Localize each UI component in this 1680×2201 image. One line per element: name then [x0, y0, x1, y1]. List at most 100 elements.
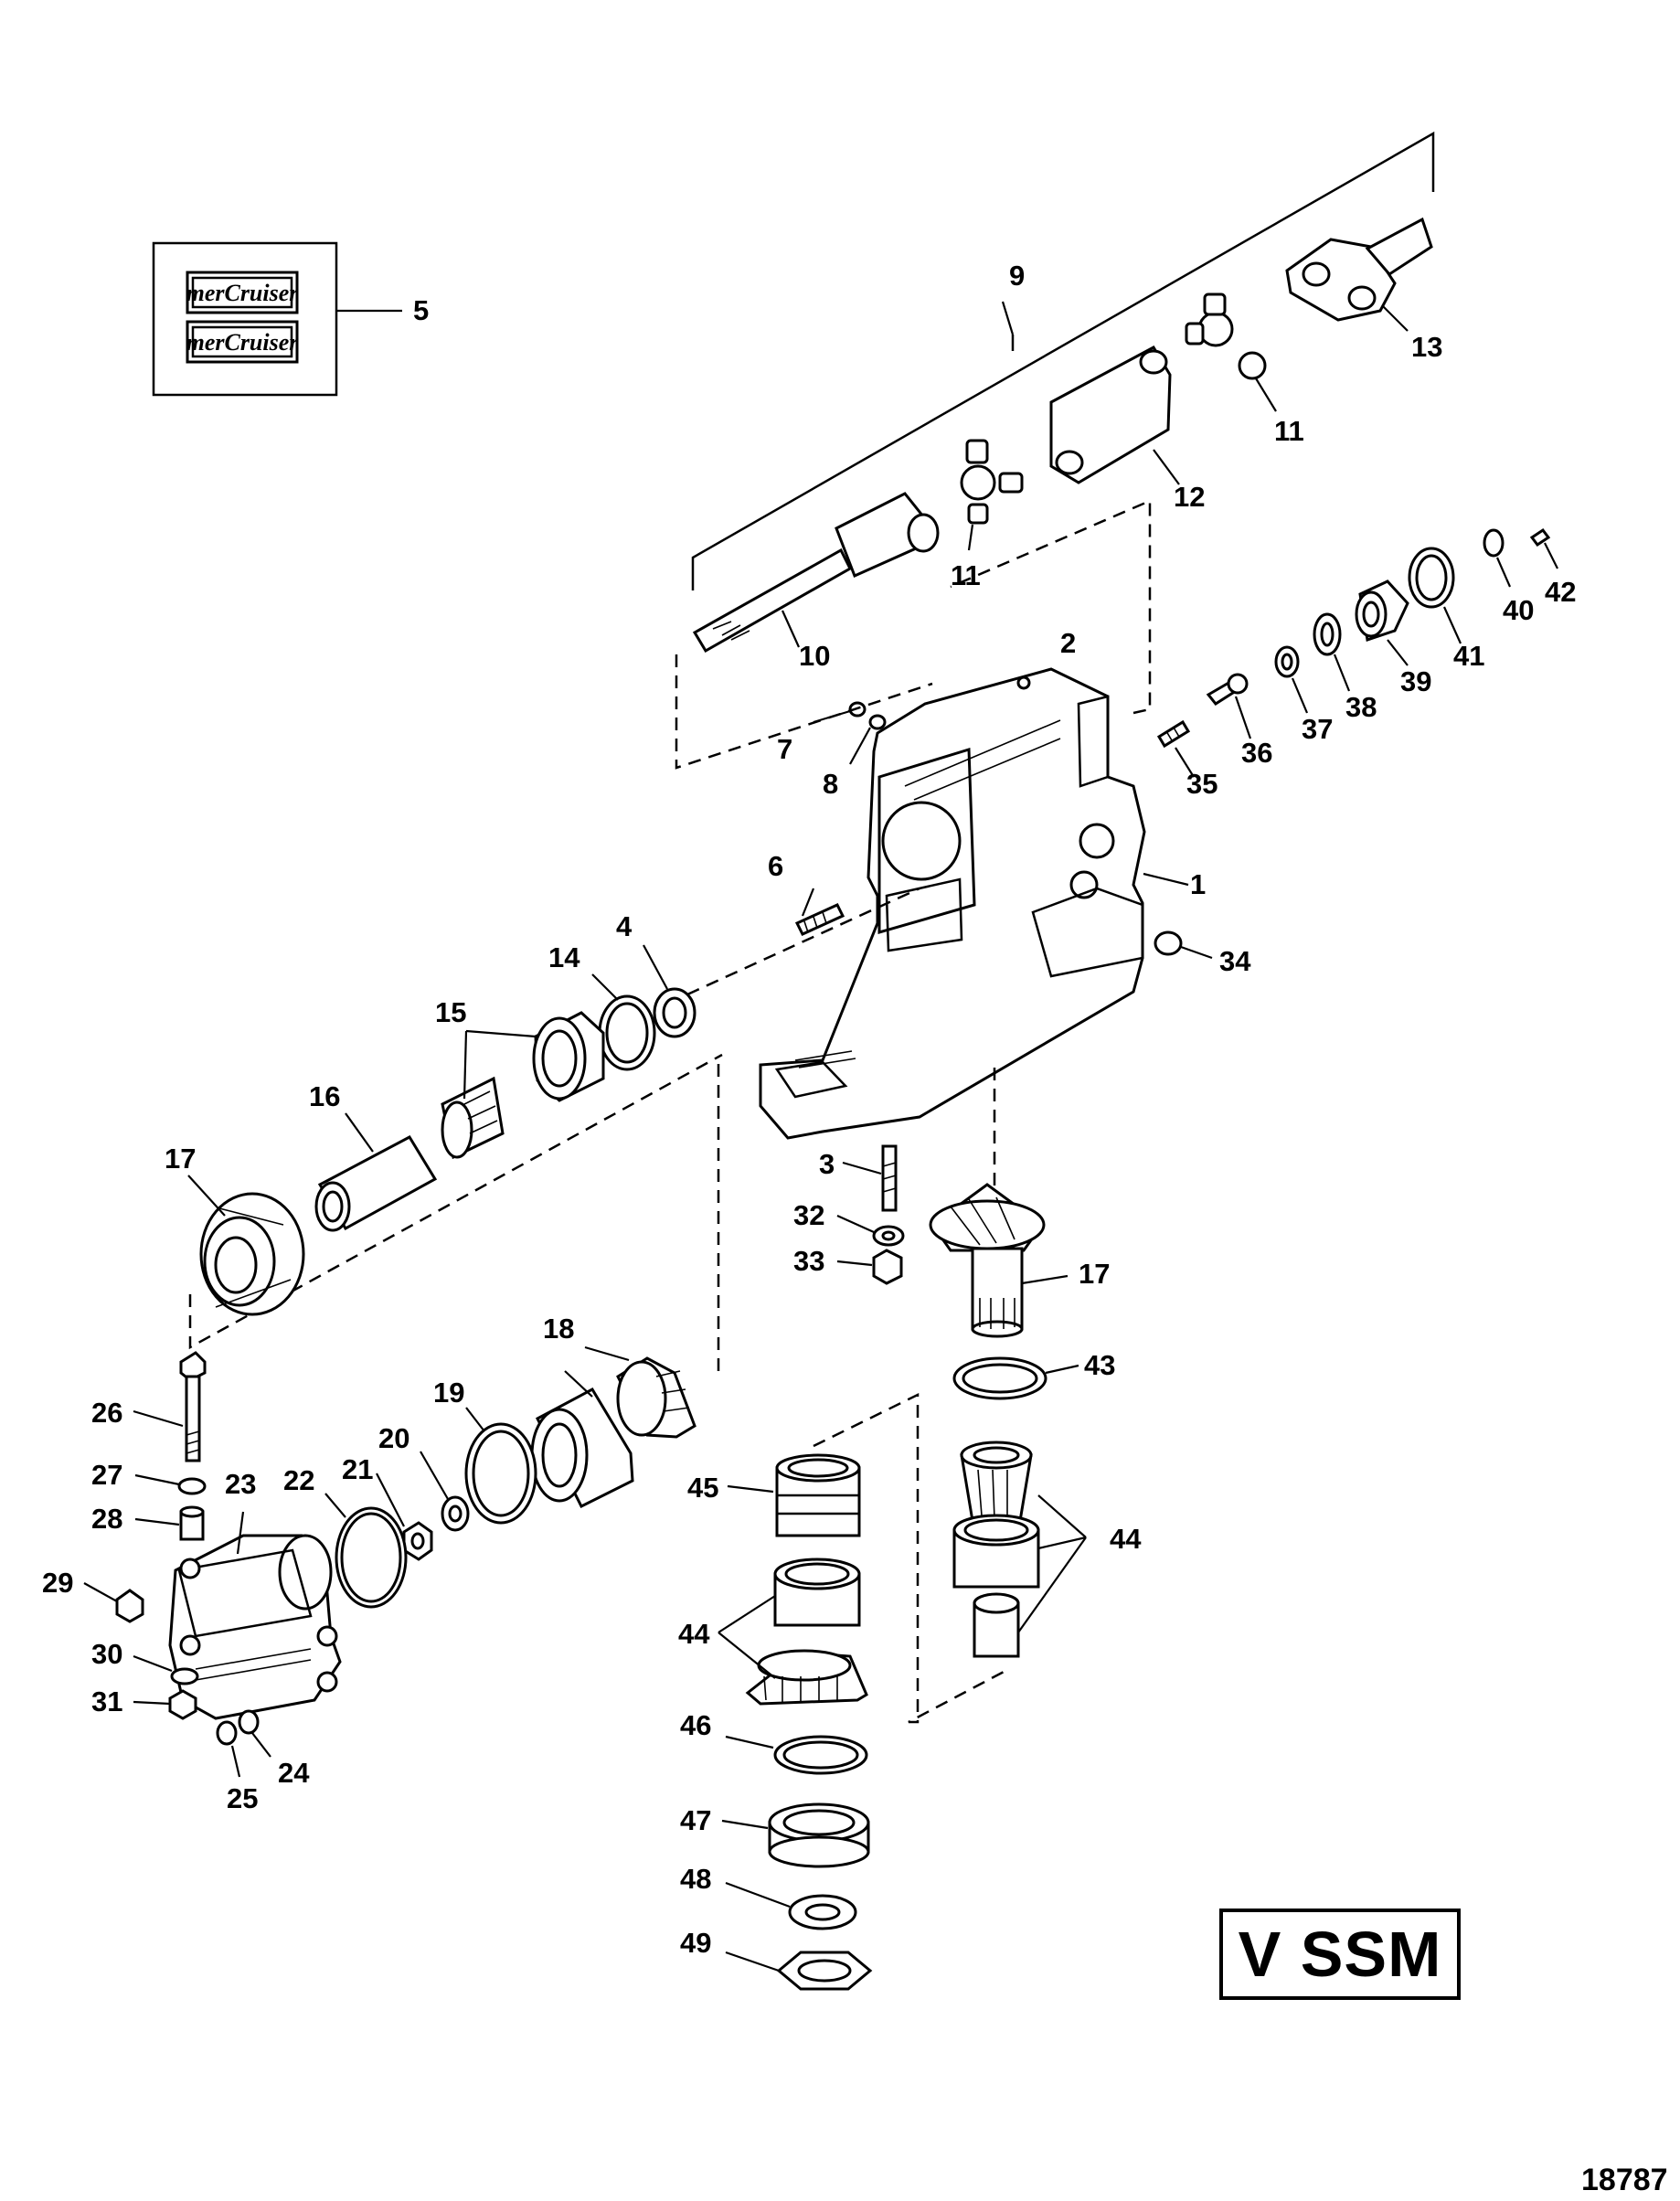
part-28-sleeve [134, 1505, 205, 1541]
callout-10: 10 [799, 640, 830, 672]
callout-20: 20 [378, 1422, 409, 1454]
callout-35: 35 [1186, 768, 1217, 800]
callout-40: 40 [1503, 594, 1534, 626]
callout-22: 22 [283, 1464, 314, 1496]
callout-32: 32 [793, 1199, 824, 1231]
callout-41: 41 [1453, 640, 1484, 672]
part-44-bearing-left [718, 1558, 868, 1706]
callout-47: 47 [680, 1804, 711, 1836]
part-49-nut [725, 1951, 873, 1991]
callout-25: 25 [227, 1782, 258, 1814]
part-40-clip [1483, 528, 1512, 588]
part-24-nut [238, 1709, 271, 1758]
gear-housing [759, 667, 1189, 1140]
part-44-bearing-right [952, 1441, 1087, 1658]
part-6-stud [794, 888, 845, 936]
callout-46: 46 [680, 1709, 711, 1741]
part-31-nut [133, 1689, 197, 1720]
callout-23: 23 [225, 1468, 256, 1500]
callout-11-right: 11 [1274, 415, 1304, 447]
callout-37: 37 [1302, 713, 1333, 745]
part-38-washer [1313, 612, 1351, 692]
callout-15: 15 [435, 996, 466, 1028]
callout-44-left: 44 [678, 1618, 710, 1650]
callout-31: 31 [91, 1685, 122, 1717]
callout-11-left: 11 [951, 559, 981, 591]
model-label-box: V SSM [1219, 1909, 1461, 2000]
part-33-nut [836, 1249, 903, 1285]
callout-34: 34 [1219, 945, 1251, 977]
drawing-number: 18787 [1581, 2163, 1668, 2197]
input-yoke [1285, 217, 1433, 332]
callout-45: 45 [687, 1472, 718, 1504]
part-30-washer [133, 1654, 199, 1685]
callout-28: 28 [91, 1503, 122, 1535]
part-48-lock-washer [725, 1881, 857, 1930]
callout-30: 30 [91, 1638, 122, 1670]
assembly-dash-lines [188, 499, 1152, 1724]
part-17-gear-left [187, 1175, 305, 1316]
part-20-washer [420, 1451, 470, 1532]
callout-21: 21 [342, 1453, 373, 1485]
callout-5: 5 [413, 294, 429, 326]
part-37-washer [1274, 645, 1309, 714]
callout-17-left: 17 [165, 1143, 196, 1175]
callout-36: 36 [1241, 737, 1272, 769]
part-19-ring [464, 1407, 537, 1525]
u-joint-cross-left [960, 439, 1024, 551]
part-3-stud [842, 1144, 898, 1212]
part-32-washer [836, 1214, 905, 1247]
part-26-bolt [133, 1351, 207, 1462]
callout-33: 33 [793, 1245, 824, 1277]
decal-text-bottom: merCruiser [186, 329, 300, 356]
callout-13: 13 [1411, 331, 1442, 363]
callout-49: 49 [680, 1927, 711, 1959]
callout-3: 3 [819, 1148, 835, 1180]
part-34-nut [1154, 930, 1213, 960]
part-35-spring [1156, 719, 1195, 778]
part-29-nut [83, 1582, 144, 1623]
callout-2: 2 [1060, 627, 1076, 659]
callout-16: 16 [309, 1080, 340, 1112]
part-25-nut [216, 1720, 241, 1778]
callout-17-right: 17 [1079, 1258, 1110, 1290]
part-22-seal-ring [324, 1493, 408, 1609]
part-39-cup [1355, 579, 1409, 666]
callout-39: 39 [1400, 665, 1431, 697]
part-23-bearing-carrier [168, 1511, 342, 1720]
part-43-shim [952, 1356, 1079, 1400]
callout-9: 9 [1009, 260, 1025, 292]
callout-7: 7 [777, 733, 792, 765]
part-15-bearing [441, 1011, 605, 1160]
callout-27: 27 [91, 1459, 122, 1491]
decal-logo-bottom: merCruiser [186, 320, 300, 364]
part-45-sleeve [727, 1453, 861, 1537]
model-label: V SSM [1238, 1919, 1442, 1990]
driveshaft-bracket [691, 131, 1435, 590]
callout-14: 14 [548, 941, 580, 973]
callout-38: 38 [1345, 691, 1377, 723]
part-27-washer [134, 1473, 207, 1495]
part-18-bearing [530, 1345, 696, 1509]
callout-43: 43 [1084, 1349, 1115, 1381]
driveshaft [692, 492, 940, 654]
part-16-sleeve [314, 1112, 438, 1232]
callout-18: 18 [543, 1313, 574, 1345]
callout-8: 8 [823, 768, 838, 800]
callout-1: 1 [1190, 868, 1206, 900]
callout-labels: 1 2 3 4 5 6 7 8 9 10 11 11 12 13 14 15 1… [42, 260, 1576, 1959]
part-17-pinion-gear [929, 1183, 1069, 1338]
callout-12: 12 [1174, 481, 1205, 513]
callout-4: 4 [616, 910, 633, 942]
part-41-ring [1408, 547, 1462, 644]
callout-6: 6 [768, 850, 783, 882]
decal-text-top: merCruiser [186, 280, 300, 306]
part-4-seal [643, 944, 696, 1038]
part-42-screw [1529, 527, 1558, 569]
callout-48: 48 [680, 1863, 711, 1895]
part-21-nut [376, 1473, 433, 1561]
u-joint-cross-right [1185, 292, 1277, 412]
callout-26: 26 [91, 1397, 122, 1429]
callout-24: 24 [278, 1757, 310, 1789]
